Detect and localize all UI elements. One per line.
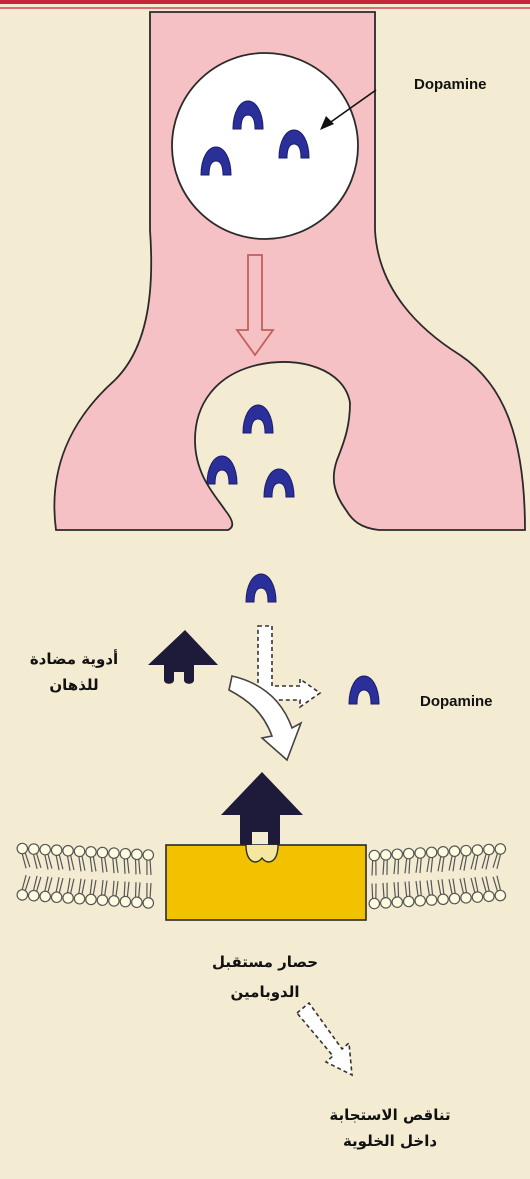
phospholipid	[97, 847, 111, 873]
phospholipid	[369, 850, 380, 875]
receptor-bound-drug	[221, 772, 303, 849]
antipsychotic-label-line1: أدوية مضادة	[14, 646, 134, 672]
phospholipid	[424, 880, 438, 906]
cell-response-label-line1: تناقص الاستجابة	[305, 1102, 475, 1128]
dopamine-label-top: Dopamine	[414, 76, 487, 93]
vesicle-upper	[172, 53, 358, 239]
phospholipid	[85, 846, 99, 872]
phospholipid	[413, 880, 426, 906]
cell-response-label-line2: داخل الخلوية	[305, 1128, 475, 1154]
phospholipid	[108, 847, 121, 873]
phospholipid	[143, 883, 154, 909]
phospholipid	[435, 846, 449, 873]
dopamine-molecule	[243, 405, 273, 433]
phospholipid	[391, 882, 403, 908]
antipsychotic-label: أدوية مضادة للذهان	[14, 646, 134, 698]
antipsychotic-drug-arrow	[148, 630, 218, 684]
phospholipid	[391, 849, 403, 875]
phospholipid	[120, 848, 132, 874]
dopamine-label-side: Dopamine	[420, 693, 493, 710]
phospholipid	[120, 881, 132, 907]
dopamine-molecule	[349, 676, 379, 704]
receptor-block-label: حصار مستقبل الدوبامين	[185, 947, 345, 1007]
phospholipid	[131, 849, 143, 875]
phospholipid	[143, 850, 154, 876]
dopamine-molecule	[207, 456, 237, 484]
phospholipid	[97, 880, 111, 906]
cell-response-dashed-arrow	[297, 1003, 352, 1075]
phospholipid	[380, 849, 391, 875]
cell-response-label: تناقص الاستجابة داخل الخلوية	[305, 1102, 475, 1154]
phospholipid	[402, 881, 415, 907]
dopamine-molecule	[246, 574, 276, 602]
phospholipid	[369, 883, 380, 908]
antipsychotic-label-line2: للذهان	[14, 672, 134, 698]
phospholipid	[380, 883, 391, 909]
top-frame-bar	[0, 0, 530, 4]
dopamine-molecule	[264, 469, 294, 497]
phospholipid	[402, 848, 415, 874]
phospholipid	[424, 847, 438, 873]
receptor-block-label-line1: حصار مستقبل	[185, 947, 345, 977]
phospholipid	[108, 880, 121, 906]
phospholipid	[413, 847, 426, 873]
receptor-block-label-line2: الدوبامين	[185, 977, 345, 1007]
phospholipid	[131, 882, 143, 908]
